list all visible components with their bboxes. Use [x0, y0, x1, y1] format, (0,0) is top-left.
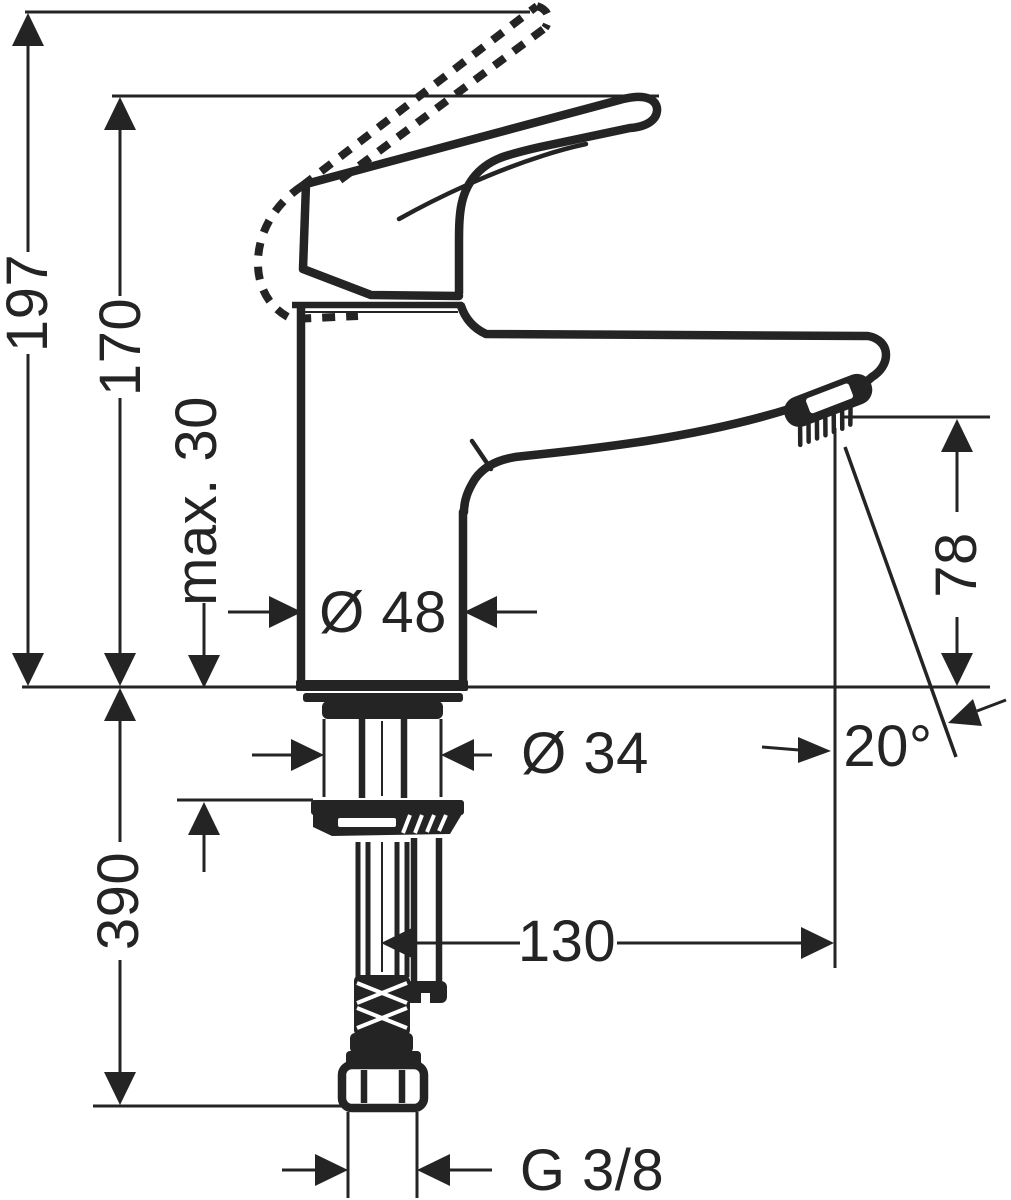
dim-label-connection-thread: G 3/8	[520, 1138, 664, 1200]
arrowhead-right	[801, 927, 834, 959]
dashed-lever-tip	[535, 2, 553, 31]
connection-nut	[337, 1033, 429, 1113]
base-gasket	[303, 693, 463, 702]
extension-lines-thread	[346, 1112, 419, 1198]
shank-flange	[322, 701, 443, 719]
mounting-shank	[358, 719, 408, 798]
arrowhead-up	[104, 688, 136, 721]
rod-foot	[405, 981, 447, 1003]
dim-connection-thread: G 3/8	[282, 1112, 664, 1200]
dim-label-body-diameter: Ø 48	[319, 580, 447, 645]
spout-body-crease	[469, 438, 494, 472]
arrowhead-down	[941, 653, 973, 686]
faucet-body	[292, 301, 468, 719]
dashed-lever-back-arc	[253, 182, 359, 324]
braid-weave-pattern	[356, 981, 408, 1030]
spout-top-edge	[456, 301, 891, 388]
dim-overall-height: 197	[0, 10, 530, 686]
arrowhead-down	[12, 653, 44, 686]
nut-face-edges	[360, 1070, 406, 1103]
arrowhead-right	[798, 737, 831, 763]
arrowhead-left	[417, 1154, 450, 1186]
arrowhead-right	[315, 1154, 348, 1186]
dashed-lever-bottom-edge	[337, 24, 548, 184]
arrowhead-down	[104, 653, 136, 686]
arrowhead-slanted	[948, 699, 982, 726]
dim-label-hose-length: 390	[86, 852, 151, 950]
dim-hole-diameter: Ø 34	[252, 719, 649, 797]
arrowhead-down	[188, 655, 220, 688]
extension-lines-shank	[322, 719, 443, 797]
body-base-band	[296, 680, 468, 691]
shank-hose-lines	[358, 719, 408, 798]
spout	[456, 301, 891, 517]
leader-left	[761, 745, 800, 752]
dim-jet-angle: 20°	[761, 428, 1007, 968]
arrowhead-up	[12, 13, 44, 46]
spout-bottom-edge	[459, 404, 794, 517]
aerator-mesh-hatching	[797, 406, 853, 448]
arrowhead-left	[441, 739, 474, 771]
arrowhead-right	[291, 739, 324, 771]
lever-outline	[301, 92, 662, 298]
cartridge-housing	[298, 179, 464, 301]
aerator	[784, 373, 873, 448]
leader-right	[976, 698, 1007, 713]
mounting-washer-clamp	[311, 800, 464, 836]
clamp-slot	[338, 818, 396, 827]
dim-body-diameter: Ø 48	[228, 580, 537, 645]
arrowhead-left	[464, 596, 497, 628]
hose-lines	[355, 842, 410, 977]
braided-hose-section	[354, 975, 410, 1036]
dim-label-spout-top-height: 170	[88, 298, 153, 396]
arrowhead-right	[269, 596, 302, 628]
braid-block	[354, 975, 410, 1036]
clamp-hatching	[401, 814, 448, 834]
dim-label-hole-diameter: Ø 34	[521, 721, 649, 786]
handle-lever	[298, 92, 662, 301]
rod-foot-notch	[421, 993, 430, 1004]
dim-label-outlet-reach: 130	[518, 909, 616, 974]
nut-body	[337, 1060, 429, 1113]
dim-label-overall-height: 197	[0, 254, 60, 352]
handle-raised-dashed-outline	[253, 2, 553, 324]
arrowhead-down	[104, 1072, 136, 1105]
fixing-rod	[405, 838, 447, 1004]
arrowhead-up	[104, 97, 136, 130]
aerator-screen	[806, 383, 853, 414]
dim-outlet-reach: 130	[381, 909, 834, 974]
dim-label-max-deck-thickness: max. 30	[164, 396, 229, 606]
washer-plate	[311, 800, 464, 815]
rod-lines	[410, 838, 443, 983]
dim-label-jet-angle: 20°	[843, 714, 932, 779]
arrowhead-up	[188, 802, 220, 835]
dim-outlet-height: 78	[843, 415, 990, 686]
hose-collar	[350, 1033, 413, 1053]
supply-hose	[355, 842, 410, 977]
dashed-lever-top-edge	[299, 2, 540, 190]
dim-hose-length: 390	[86, 688, 420, 1108]
jet-angle-line	[843, 446, 958, 758]
arrowhead-up	[941, 419, 973, 452]
lever-inner-contour	[396, 141, 589, 222]
dim-label-outlet-height: 78	[924, 532, 989, 598]
dim-max-deck-thickness: max. 30	[164, 396, 313, 872]
dim-spout-top-height: 170	[88, 94, 659, 686]
